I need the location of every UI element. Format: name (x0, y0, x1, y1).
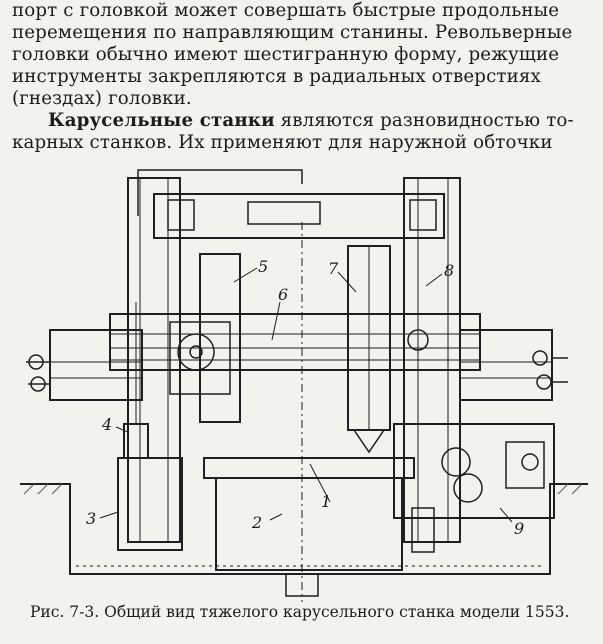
top-crossbeam (153, 193, 445, 239)
label-2: 2 (251, 513, 262, 532)
label-4: 4 (101, 415, 112, 434)
left-ram (199, 253, 241, 423)
cross-rail (109, 313, 481, 371)
lathe-figure: 1 2 3 4 5 6 7 8 9 (20, 169, 588, 602)
body-text: порт с головкой может совершать быстрые … (12, 0, 592, 154)
figure-caption: Рис. 7-3. Общий вид тяжелого карусельног… (30, 603, 570, 621)
gearbox (393, 423, 555, 519)
text-fragment: являются разновидностью то- (274, 110, 574, 131)
table-top (203, 457, 415, 479)
label-3: 3 (86, 509, 96, 528)
right-side-head (459, 329, 553, 401)
text-line: (гнездах) головки. (12, 88, 192, 109)
label-8: 8 (444, 261, 454, 280)
text-line: карных станков. Их применяют для наружно… (12, 132, 553, 153)
table-base (215, 477, 403, 571)
foundation-outline (20, 483, 588, 575)
label-9: 9 (514, 519, 524, 538)
text-line: головки обычно имеют шестигранную форму,… (12, 44, 560, 65)
label-6: 6 (278, 285, 288, 304)
lower-support (117, 457, 183, 551)
label-1: 1 (321, 492, 331, 511)
text-line: перемещения по направляющим станины. Рев… (12, 22, 573, 43)
left-side-head (49, 329, 143, 401)
label-5: 5 (258, 257, 268, 276)
paragraph-start: Карусельные станки являются разновидност… (12, 110, 592, 132)
text-line: инструменты закрепляются в радиальных от… (12, 66, 541, 87)
text-line: порт с головкой может совершать быстрые … (12, 0, 560, 21)
bold-term: Карусельные станки (48, 110, 275, 131)
label-7: 7 (328, 259, 339, 278)
